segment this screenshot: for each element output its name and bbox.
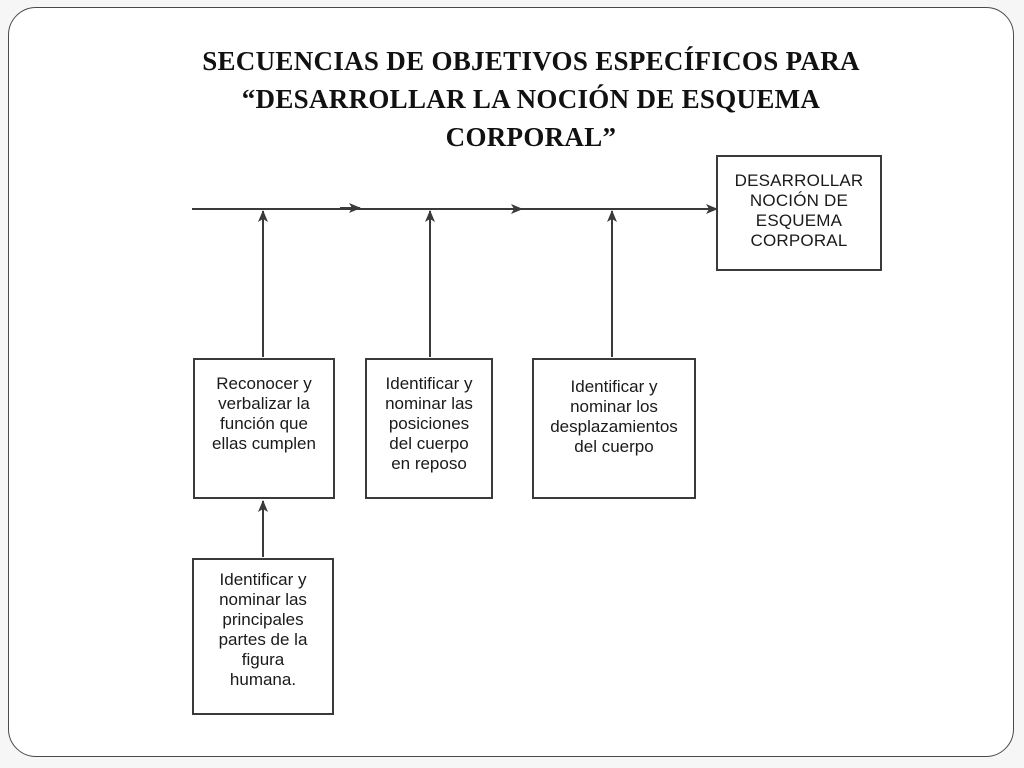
objective-box-posiciones: Identificar y nominar las posiciones del…	[365, 358, 493, 499]
objective-line: figura	[241, 650, 285, 669]
objective-line: nominar los	[570, 397, 658, 416]
objective-line: del cuerpo	[574, 437, 654, 456]
slide-title: SECUENCIAS DE OBJETIVOS ESPECÍFICOS PARA…	[0, 42, 1024, 156]
objective-box-partes: Identificar y nominar las principales pa…	[192, 558, 334, 715]
goal-box: DESARROLLAR NOCIÓN DE ESQUEMA CORPORAL	[716, 155, 882, 271]
slide-frame	[8, 7, 1014, 757]
objective-line: nominar las	[385, 394, 473, 413]
objective-line: humana.	[229, 670, 297, 689]
objective-line: principales	[222, 610, 304, 629]
objective-line: Identificar y	[570, 377, 658, 396]
objective-line: partes de la	[218, 630, 308, 649]
objective-line: del cuerpo	[389, 434, 469, 453]
objective-box-reconocer: Reconocer y verbalizar la función que el…	[193, 358, 335, 499]
objective-line: nominar las	[219, 590, 307, 609]
objective-box-desplazamientos: Identificar y nominar los desplazamiento…	[532, 358, 696, 499]
objective-line: función que	[220, 414, 308, 433]
title-line-2: “DESARROLLAR LA NOCIÓN DE ESQUEMA	[241, 84, 821, 114]
goal-line: DESARROLLAR	[734, 171, 864, 190]
goal-line: CORPORAL	[750, 231, 848, 250]
objective-line: desplazamientos	[550, 417, 678, 436]
title-line-1: SECUENCIAS DE OBJETIVOS ESPECÍFICOS PARA	[202, 46, 860, 76]
objective-line: posiciones	[388, 414, 470, 433]
goal-line: NOCIÓN DE	[749, 191, 849, 210]
objective-line: en reposo	[391, 454, 467, 473]
objective-line: ellas cumplen	[212, 434, 316, 453]
title-line-3: CORPORAL”	[445, 122, 617, 152]
objective-line: verbalizar la	[218, 394, 310, 413]
goal-line: ESQUEMA	[755, 211, 843, 230]
objective-line: Identificar y	[219, 570, 307, 589]
objective-line: Reconocer y	[216, 374, 312, 393]
objective-line: Identificar y	[385, 374, 473, 393]
